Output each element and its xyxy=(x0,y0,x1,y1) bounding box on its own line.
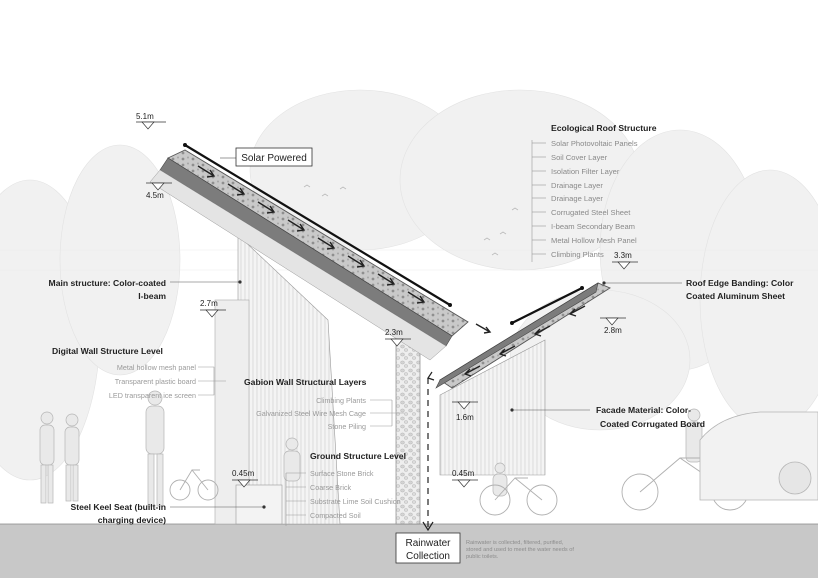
ground-item: Substrate Lime Soil Cushion xyxy=(310,497,401,506)
birds xyxy=(303,184,519,256)
main-structure-line1: Main structure: Color-coated xyxy=(49,278,166,288)
eco-roof-item: Soil Cover Layer xyxy=(551,153,608,162)
rainwater-note: Rainwater is collected, filtered, purifi… xyxy=(466,540,564,546)
people xyxy=(39,390,703,507)
eco-roof-items: Solar Photovoltaic Panels Soil Cover Lay… xyxy=(532,139,638,259)
svg-text:2.7m: 2.7m xyxy=(200,299,218,308)
gabion-item: Climbing Plants xyxy=(316,396,366,405)
gabion-wall xyxy=(395,339,421,525)
roof-edge-callout: Roof Edge Banding: Color Coated Aluminum… xyxy=(602,278,794,301)
svg-text:2.8m: 2.8m xyxy=(604,326,622,335)
main-structure-line2: I-beam xyxy=(138,291,166,301)
elevation-0-45-right: 0.45m xyxy=(452,469,478,488)
eco-roof-item: Metal Hollow Mesh Panel xyxy=(551,236,637,245)
rainwater-line1: Rainwater xyxy=(405,538,451,549)
elevation-2-8: 2.8m xyxy=(600,317,626,335)
eco-roof-item: Drainage Layer xyxy=(551,194,603,203)
svg-text:0.45m: 0.45m xyxy=(232,469,255,478)
solar-end-dot xyxy=(580,286,584,290)
elevation-4-5: 4.5m xyxy=(146,182,172,200)
svg-text:4.5m: 4.5m xyxy=(146,191,164,200)
solar-panel-secondary xyxy=(511,287,583,324)
roof-edge-line1: Roof Edge Banding: Color xyxy=(686,278,794,288)
steel-keel-line2: charging device) xyxy=(98,515,166,525)
svg-text:5.1m: 5.1m xyxy=(136,112,154,121)
facade-line2: Coated Corrugated Board xyxy=(600,419,705,429)
svg-text:2.3m: 2.3m xyxy=(385,328,403,337)
facade-line1: Facade Material: Color- xyxy=(596,405,691,415)
elevation-1-6: 1.6m xyxy=(452,401,478,422)
eco-roof-item: Solar Photovoltaic Panels xyxy=(551,139,638,148)
rainwater-box xyxy=(395,532,461,564)
left-wall xyxy=(214,234,341,525)
ground-item: Coarse Brick xyxy=(310,483,352,492)
gabion-callout: Gabion Wall Structural Layers Climbing P… xyxy=(244,377,404,431)
svg-text:3.3m: 3.3m xyxy=(614,251,632,260)
eco-roof-item: Climbing Plants xyxy=(551,250,604,259)
main-roof xyxy=(149,149,469,361)
downpipe-arrow xyxy=(422,521,434,532)
eco-roof-item: Drainage Layer xyxy=(551,181,603,190)
eco-roof-item: Corrugated Steel Sheet xyxy=(551,208,631,217)
rainwater-group: Rainwater Collection Rainwater is collec… xyxy=(395,532,574,564)
digital-wall-item: Transparent plastic board xyxy=(115,377,196,386)
ground-item: Compacted Soil xyxy=(310,511,361,520)
rainwater-note: stored and used to meet the water needs … xyxy=(466,547,574,553)
elevation-0-45-left: 0.45m xyxy=(232,469,258,488)
elevation-2-3: 2.3m xyxy=(385,328,411,347)
main-structure-callout: Main structure: Color-coated I-beam xyxy=(49,278,242,301)
solar-end-dot xyxy=(448,303,452,307)
gabion-title: Gabion Wall Structural Layers xyxy=(244,377,367,387)
svg-text:1.6m: 1.6m xyxy=(456,413,474,422)
elevation-3-3: 3.3m xyxy=(612,251,638,270)
steel-keel-line1: Steel Keel Seat (built-in xyxy=(70,502,166,512)
gabion-item: Galvanized Steel Wire Mesh Cage xyxy=(256,409,366,418)
digital-wall-item: Metal hollow mesh panel xyxy=(117,363,197,372)
elevation-2-7: 2.7m xyxy=(200,299,226,318)
elevation-markers: 5.1m 4.5m 2.7m 2.3m 3.3m 2.8m xyxy=(136,112,638,488)
digital-wall-item: LED transparent ice screen xyxy=(109,391,196,400)
rainwater-note: public toilets. xyxy=(466,554,499,560)
gabion-item: Stone Piling xyxy=(328,422,366,431)
background-sketch-lines xyxy=(0,249,818,271)
eco-roof-item: I-beam Secondary Beam xyxy=(551,222,635,231)
background-trees xyxy=(0,89,818,481)
facade-wall xyxy=(439,339,546,476)
svg-text:0.45m: 0.45m xyxy=(452,469,475,478)
solar-end-dot xyxy=(183,143,187,147)
ground-item: Surface Stone Brick xyxy=(310,469,374,478)
digital-wall-title: Digital Wall Structure Level xyxy=(52,346,163,356)
digital-wall-callout: Digital Wall Structure Level Metal hollo… xyxy=(52,346,226,400)
solar-label-group: Solar Powered xyxy=(220,147,313,167)
ground-callout: Ground Structure Level Surface Stone Bri… xyxy=(285,451,406,526)
rainwater-line2: Collection xyxy=(406,551,450,562)
solar-label-box xyxy=(235,147,313,167)
elevation-5-1: 5.1m xyxy=(136,112,166,130)
steel-keel-seat xyxy=(235,484,283,525)
roof-flow-arrows xyxy=(197,165,586,377)
solar-label: Solar Powered xyxy=(241,153,307,164)
eco-roof-callout: Ecological Roof Structure Solar Photovol… xyxy=(531,123,657,262)
downpipe-arrow xyxy=(427,371,435,381)
secondary-roof xyxy=(435,282,611,389)
car xyxy=(699,411,818,501)
ground-title: Ground Structure Level xyxy=(310,451,406,461)
facade-callout: Facade Material: Color- Coated Corrugate… xyxy=(510,405,705,429)
solar-panel-main xyxy=(184,144,451,306)
eco-roof-item: Isolation Filter Layer xyxy=(551,167,620,176)
solar-end-dot xyxy=(510,321,514,325)
steel-keel-callout: Steel Keel Seat (built-in charging devic… xyxy=(70,502,266,525)
eco-roof-title: Ecological Roof Structure xyxy=(551,123,657,133)
roof-edge-line2: Coated Aluminum Sheet xyxy=(686,291,785,301)
